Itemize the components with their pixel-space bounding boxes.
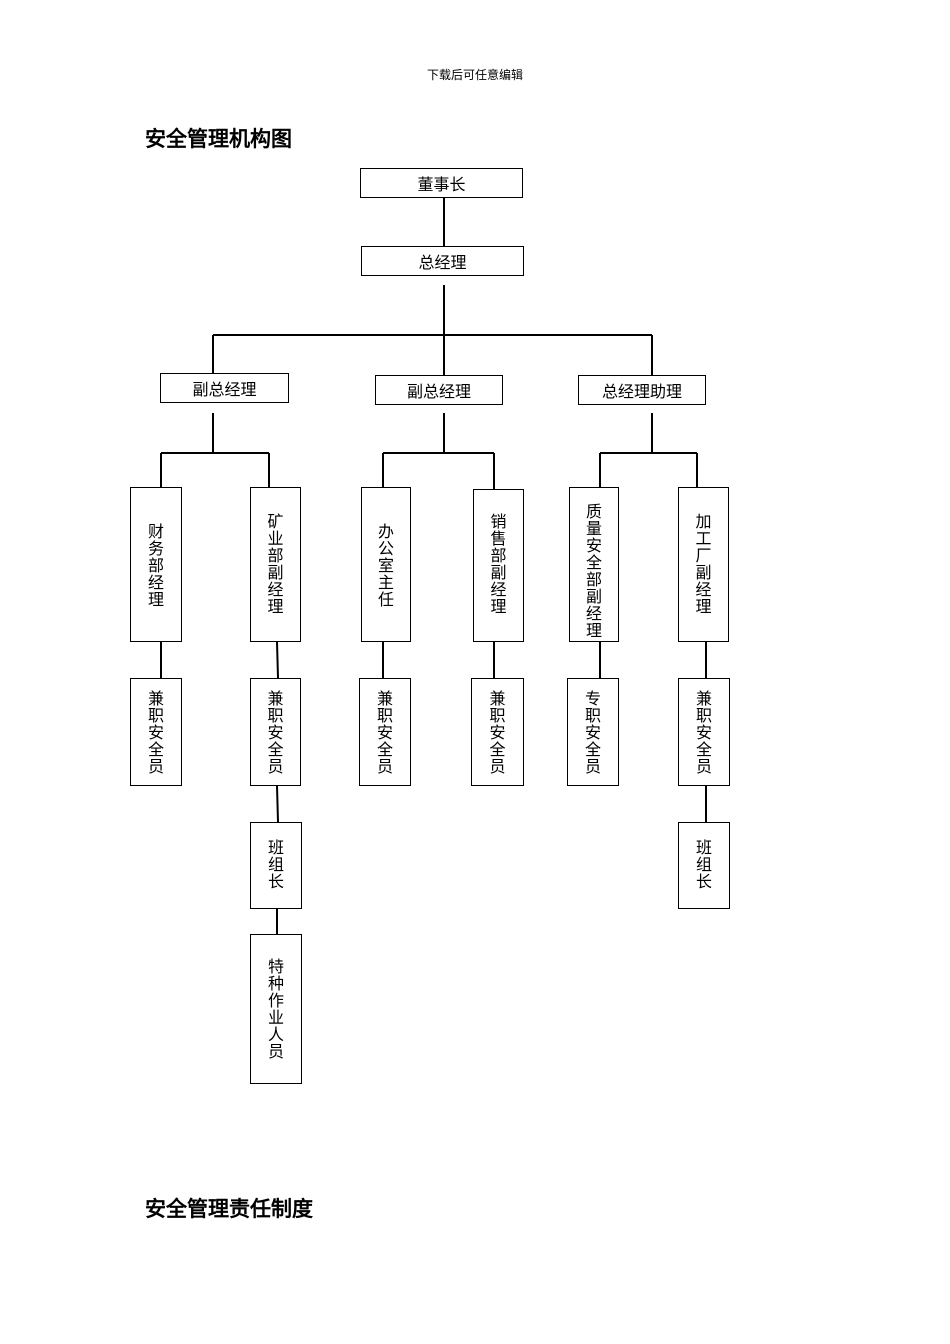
sales-safety-officer-box: 兼职安全员 <box>471 678 524 786</box>
processing-plant-deputy-label: 加工厂副经理 <box>695 512 712 616</box>
deputy-gm-mid-label: 副总经理 <box>406 382 471 401</box>
chairman-label: 董事长 <box>417 175 466 194</box>
general-manager-box: 总经理 <box>361 246 524 276</box>
deputy-gm-left-label: 副总经理 <box>192 380 257 399</box>
mining-team-leader-box: 班组长 <box>250 822 302 909</box>
quality-safety-officer-label: 专职安全员 <box>585 689 602 776</box>
sales-dept-deputy-box: 销售部副经理 <box>473 489 524 642</box>
header-note: 下载后可任意编辑 <box>426 68 523 82</box>
mining-safety-officer-box: 兼职安全员 <box>250 678 301 786</box>
plant-safety-officer-label: 兼职安全员 <box>696 689 713 776</box>
mining-dept-deputy-box: 矿业部副经理 <box>250 487 301 642</box>
org-chart-title: 安全管理机构图 <box>145 127 292 151</box>
plant-team-leader-label: 班组长 <box>696 838 713 891</box>
mining-team-leader-label: 班组长 <box>268 838 285 891</box>
gm-assistant-box: 总经理助理 <box>578 375 706 405</box>
general-manager-label: 总经理 <box>418 253 467 272</box>
sales-dept-deputy-label: 销售部副经理 <box>490 512 507 616</box>
deputy-gm-mid-box: 副总经理 <box>375 375 503 405</box>
sales-safety-officer-label: 兼职安全员 <box>489 689 506 776</box>
responsibility-title: 安全管理责任制度 <box>145 1197 313 1221</box>
office-director-box: 办公室主任 <box>361 487 411 642</box>
quality-safety-officer-box: 专职安全员 <box>567 678 619 786</box>
office-safety-officer-label: 兼职安全员 <box>377 689 394 776</box>
quality-safety-deputy-box: 质量安全部副经理 <box>569 487 619 642</box>
quality-safety-deputy-label: 质量安全部副经理 <box>586 502 603 640</box>
deputy-gm-left-box: 副总经理 <box>160 373 289 403</box>
finance-dept-manager-box: 财务部经理 <box>130 487 182 642</box>
plant-safety-officer-box: 兼职安全员 <box>678 678 730 786</box>
finance-safety-officer-label: 兼职安全员 <box>148 689 165 776</box>
special-workers-label: 特种作业人员 <box>268 957 285 1061</box>
mining-safety-officer-label: 兼职安全员 <box>267 689 284 776</box>
gm-assistant-label: 总经理助理 <box>601 382 682 401</box>
processing-plant-deputy-box: 加工厂副经理 <box>678 487 729 642</box>
office-director-label: 办公室主任 <box>378 522 395 609</box>
chairman-box: 董事长 <box>360 168 523 198</box>
plant-team-leader-box: 班组长 <box>678 822 730 909</box>
finance-dept-manager-label: 财务部经理 <box>148 522 165 609</box>
office-safety-officer-box: 兼职安全员 <box>359 678 411 786</box>
mining-dept-deputy-label: 矿业部副经理 <box>267 512 284 616</box>
finance-safety-officer-box: 兼职安全员 <box>130 678 182 786</box>
special-workers-box: 特种作业人员 <box>250 934 302 1084</box>
